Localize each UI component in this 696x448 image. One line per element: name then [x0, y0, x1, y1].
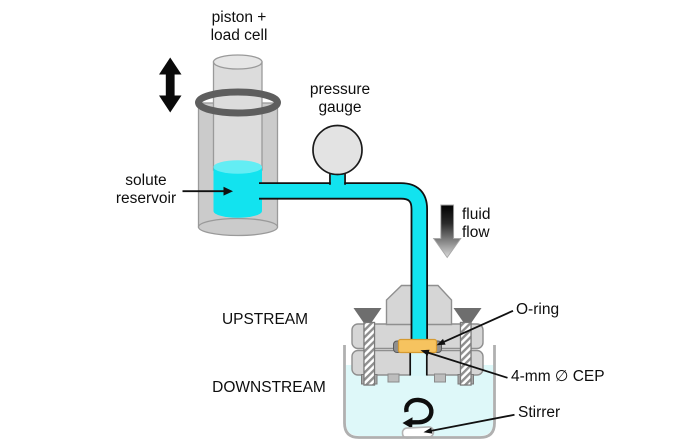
upstream-label: UPSTREAM — [221, 311, 309, 328]
cylinder-rim-ring — [195, 88, 281, 117]
pressure-gauge-label: pressure gauge — [309, 81, 371, 116]
stirrer-label: Stirrer — [518, 404, 561, 421]
piston-load-cell-label: piston + load cell — [210, 9, 268, 44]
cep-label: 4-mm ∅ CEP — [511, 368, 605, 385]
downstream-label: DOWNSTREAM — [212, 379, 326, 396]
tubing — [259, 182, 428, 345]
o-ring-label: O-ring — [516, 301, 560, 318]
leader-lines — [182, 186, 515, 434]
screw-left — [353, 308, 382, 386]
downstream-channel — [409, 352, 428, 376]
pressure-gauge-dial — [312, 124, 363, 176]
cep-pellet — [397, 338, 438, 354]
fluid-flow-arrow-icon — [432, 204, 462, 259]
beaker-wall — [343, 345, 496, 439]
solute-reservoir-label: solute reservoir — [115, 172, 177, 207]
stirrer-rotation-icon — [402, 397, 434, 429]
solute-liquid — [213, 160, 262, 218]
screw-right — [453, 308, 482, 386]
piston-motion-arrow-icon — [159, 57, 182, 113]
fluid-flow-label: fluid flow — [462, 206, 491, 241]
